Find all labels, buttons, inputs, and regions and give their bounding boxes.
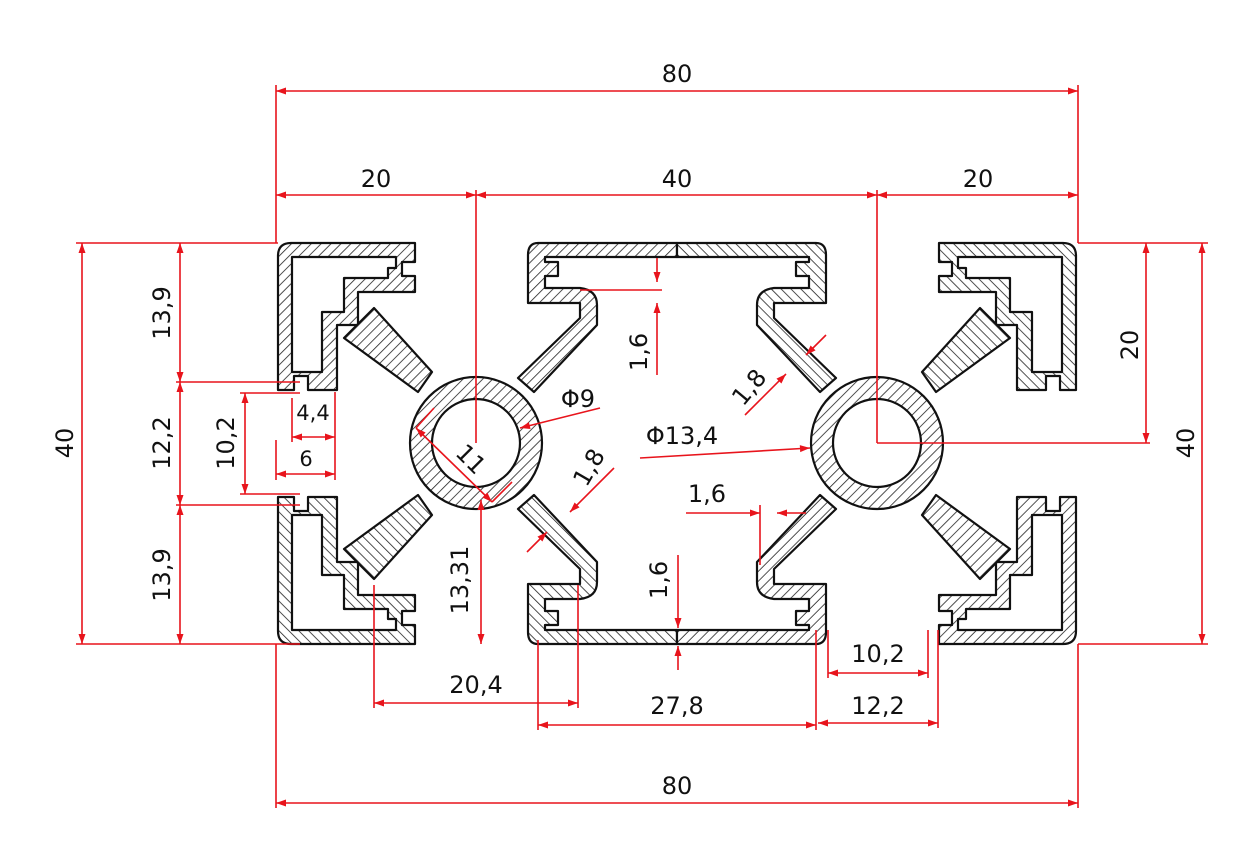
dimension-lines [76, 85, 1208, 808]
dim-lip-width: 4,4 [296, 401, 329, 425]
dim-wall-side: 1,6 [688, 480, 726, 508]
dim-overall-height-right: 40 [1172, 428, 1200, 459]
dim-bore-dia: Φ9 [561, 385, 595, 413]
dim-slot-pitch-left: 12,2 [148, 416, 176, 469]
dim-bore-across: 11 [450, 439, 491, 480]
dim-slot-opening-left: 10,2 [212, 416, 240, 469]
dim-web-thickness-upper: 1,8 [726, 364, 772, 411]
dimension-labels: 80 20 40 20 40 13,9 12,2 13,9 10,2 4,4 6… [51, 60, 1200, 800]
dim-right-pitch: 20 [963, 165, 994, 193]
dim-slot-span-left: 20,4 [449, 671, 502, 699]
dim-half-height-right: 20 [1116, 330, 1144, 361]
dim-overall-width-top: 80 [662, 60, 693, 88]
dim-lower-flange-left: 13,9 [148, 548, 176, 601]
dim-upper-flange-left: 13,9 [148, 286, 176, 339]
dim-left-pitch: 20 [361, 165, 392, 193]
dim-web-thickness-lower: 1,8 [567, 444, 610, 491]
dim-wall-bottom: 1,6 [645, 561, 673, 599]
dim-lip-depth: 6 [299, 447, 312, 471]
dim-overall-height-left: 40 [51, 428, 79, 459]
dim-slot-opening-bottom: 10,2 [851, 640, 904, 668]
dim-hub-to-edge: 13,31 [446, 546, 474, 615]
dim-center-slot-span: 27,8 [650, 692, 703, 720]
dim-hub-dia: Φ13,4 [646, 422, 718, 450]
dim-wall-top: 1,6 [625, 333, 653, 371]
dim-center-pitch: 40 [662, 165, 693, 193]
dim-slot-width-bottom: 12,2 [851, 692, 904, 720]
dim-overall-width-bottom: 80 [662, 772, 693, 800]
